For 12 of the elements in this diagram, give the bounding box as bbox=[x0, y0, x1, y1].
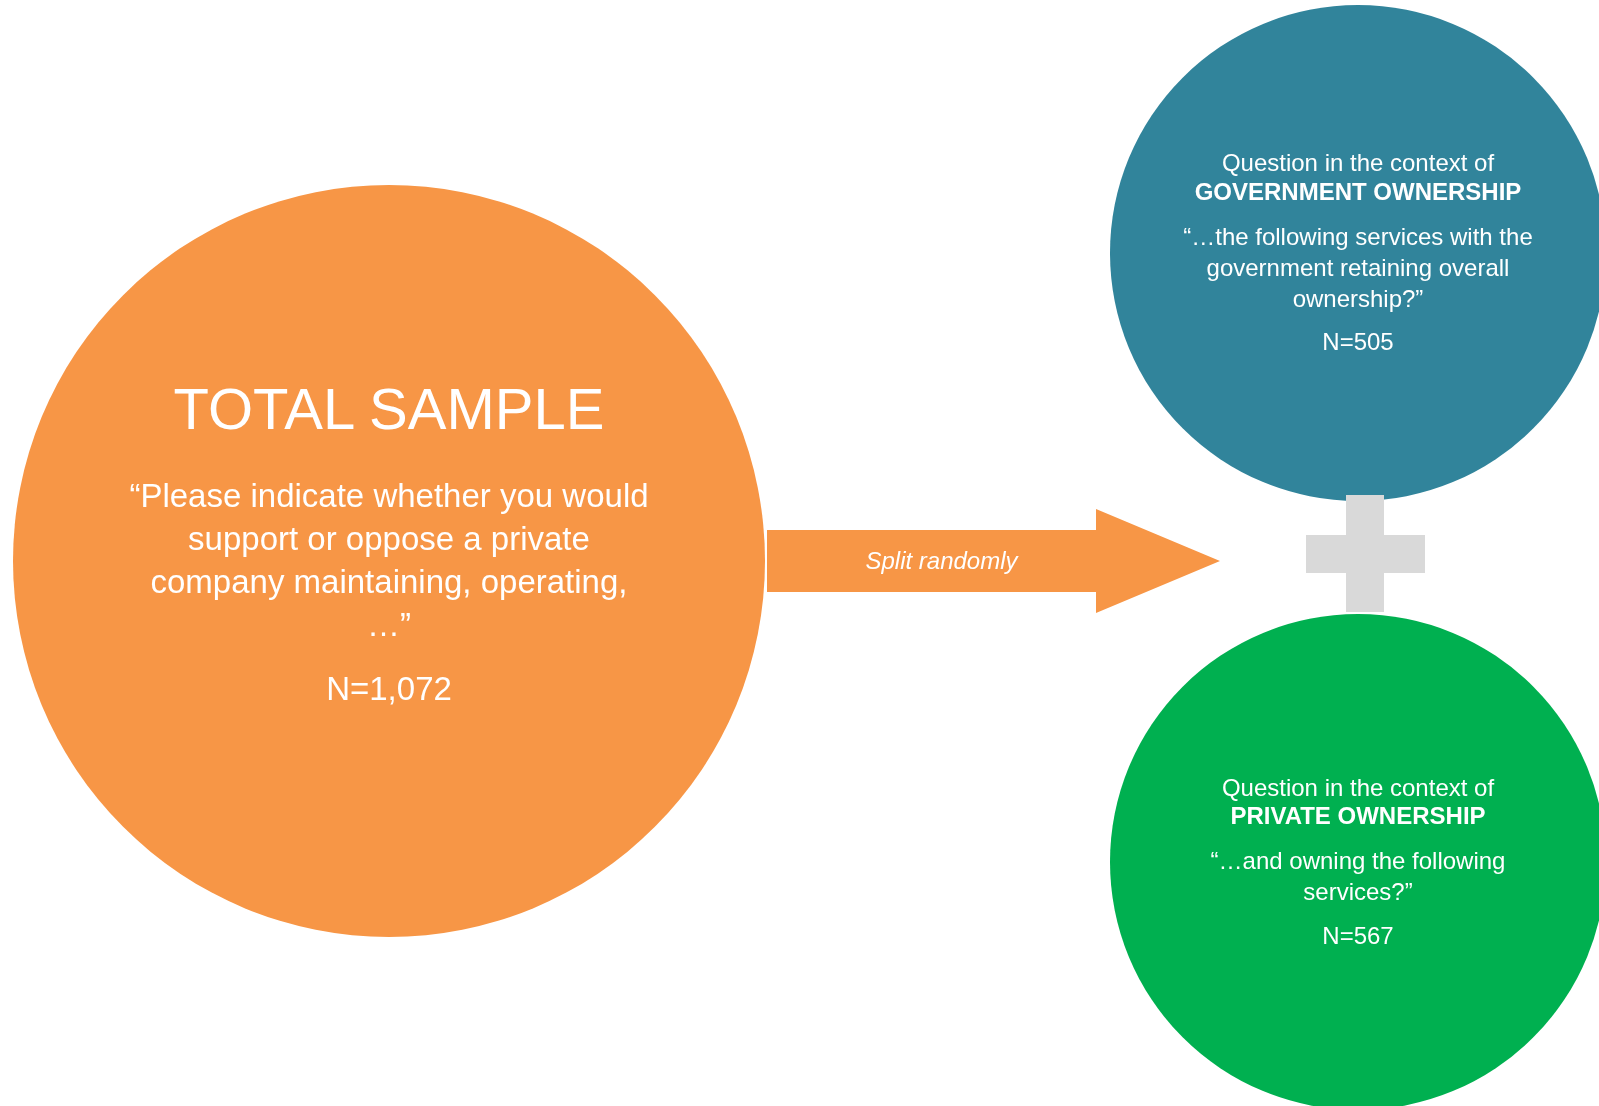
quote-text: “Please indicate whether you would support or oppose a private company maintaining, operating, …” bbox=[128, 476, 650, 645]
edge-label: Split randomly bbox=[865, 547, 1018, 575]
sample-size: N=567 bbox=[1322, 921, 1394, 951]
sample-size: N=1,072 bbox=[326, 668, 452, 709]
circle-heading: Question in the context of PRIVATE OWNERSHIP bbox=[1221, 773, 1495, 832]
plus-sign bbox=[1306, 495, 1425, 612]
circle-heading: Question in the context of GOVERNMENT OWNERSHIP bbox=[1194, 149, 1522, 207]
quote-text: “…and owning the following services?” bbox=[1209, 846, 1507, 908]
quote-text: “…the following services with the government retaining overall ownership?” bbox=[1182, 221, 1534, 314]
block-arrow bbox=[767, 509, 1220, 613]
circle-heading: TOTAL SAMPLE bbox=[173, 374, 605, 443]
sample-size: N=505 bbox=[1322, 328, 1394, 357]
